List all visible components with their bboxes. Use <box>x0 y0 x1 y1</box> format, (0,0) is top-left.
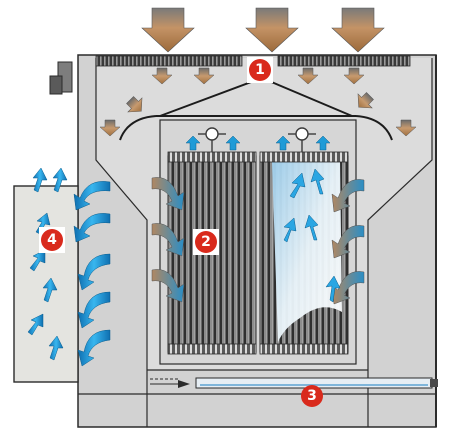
marker-1-label: 1 <box>255 62 265 78</box>
inlet-arrows <box>141 7 385 53</box>
marker-3: 3 <box>301 385 323 407</box>
lifting-eye-icon <box>288 127 316 152</box>
clean-air-arrow-icon <box>283 217 297 243</box>
clean-air-arrow-icon <box>275 135 291 151</box>
warm-air-arrow-icon <box>357 92 374 109</box>
clean-air-arrow-icon <box>73 181 111 211</box>
warm-air-arrow-icon <box>331 225 365 259</box>
exhaust-stub <box>49 61 73 95</box>
inlet-arrow-icon <box>141 7 195 53</box>
clean-air-arrow-icon <box>310 168 325 195</box>
clean-air-arrow-icon <box>29 249 46 272</box>
clean-air-arrow-icon <box>315 135 331 151</box>
warm-air-arrow-icon <box>331 271 365 305</box>
plenum-arrows <box>99 67 417 137</box>
filter-hanger <box>119 77 393 141</box>
warm-air-arrow-icon <box>151 269 185 303</box>
dirty-air-arrows-left <box>151 177 185 303</box>
marker-2: 2 <box>193 229 219 255</box>
clean-air-arrow-icon <box>225 135 241 151</box>
clean-air-arrow-icon <box>27 313 44 336</box>
clean-air-arrow-icon <box>77 329 111 367</box>
filter-cartridge-right <box>259 151 349 355</box>
clean-air-arrow-icon <box>48 335 64 361</box>
warm-air-arrow-icon <box>151 177 185 211</box>
clean-air-arrow-icon <box>52 167 68 193</box>
warm-air-arrow-icon <box>395 119 417 137</box>
clean-air-arrow-icon <box>32 167 48 193</box>
clean-air-arrow-icon <box>77 291 111 329</box>
marker-3-label: 3 <box>307 388 317 404</box>
warm-air-arrow-icon <box>297 67 319 85</box>
clean-air-arrow-icon <box>325 275 341 303</box>
clean-air-arrow-icon <box>185 135 201 151</box>
warm-air-arrow-icon <box>151 67 173 85</box>
clean-air-arrow-icon <box>304 214 319 241</box>
marker-4: 4 <box>39 227 65 253</box>
warm-air-arrow-icon <box>331 179 365 213</box>
warm-air-arrow-icon <box>343 67 365 85</box>
inlet-arrow-icon <box>245 7 299 53</box>
side-unit-arrows <box>27 167 111 367</box>
clean-air-outlet-arrows <box>185 135 331 151</box>
marker-1: 1 <box>247 57 273 83</box>
warm-air-arrow-icon <box>126 96 143 113</box>
warm-air-arrow-icon <box>193 67 215 85</box>
clean-air-arrow-icon <box>289 172 306 199</box>
warm-air-arrow-icon <box>151 223 185 257</box>
lifting-eye-icon <box>198 127 226 152</box>
clean-air-arrow-icon <box>77 253 111 291</box>
dirty-air-arrows-right <box>331 179 365 305</box>
inlet-grille <box>95 55 411 67</box>
clean-air-arrows-inside <box>283 168 341 303</box>
marker-2-label: 2 <box>201 234 211 250</box>
clean-air-arrow-icon <box>42 277 58 303</box>
clean-air-arrow-icon <box>73 213 111 243</box>
warm-air-arrow-icon <box>99 119 121 137</box>
marker-4-label: 4 <box>47 232 57 248</box>
inlet-arrow-icon <box>331 7 385 53</box>
